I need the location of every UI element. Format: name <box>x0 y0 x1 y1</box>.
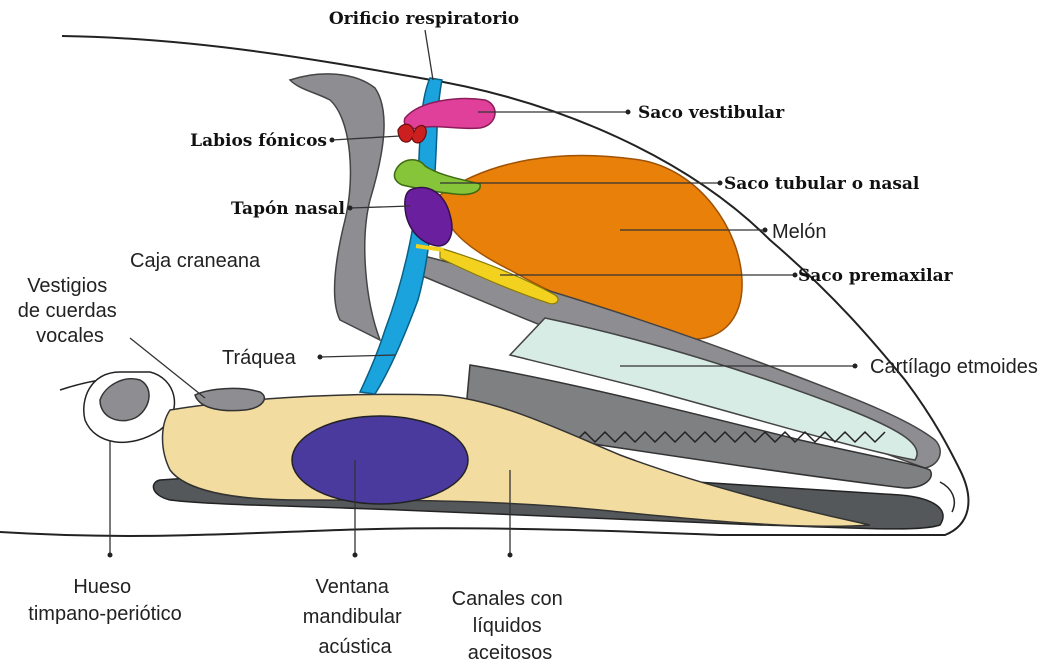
leader-dot-traquea <box>318 355 323 360</box>
label-saco-vestibular: Saco vestibular <box>638 103 785 123</box>
label-tapon-nasal: Tapón nasal <box>231 199 346 219</box>
label-ventana-line-2: mandibular <box>303 606 402 628</box>
saco-tubular-shape <box>394 160 480 195</box>
leader-dot-ventana <box>353 553 358 558</box>
label-vestigios: Vestigios de cuerdas vocales <box>18 275 123 347</box>
leader-orificio <box>425 30 433 80</box>
leader-dot-tapon <box>348 206 353 211</box>
label-canales-line-1: Canales con <box>452 588 563 610</box>
leader-dot-canales <box>508 553 513 558</box>
label-hueso-timpano: Hueso timpano-periótico <box>28 576 181 625</box>
label-saco-premaxilar: Saco premaxilar <box>798 266 954 286</box>
label-ventana-mandibular: Ventana mandibular acústica <box>303 576 408 658</box>
label-orificio-respiratorio: Orificio respiratorio <box>329 9 519 29</box>
leader-dot-labios <box>330 138 335 143</box>
saco-vestibular-shape <box>404 99 495 129</box>
label-ventana-line-3: acústica <box>318 636 392 658</box>
leader-dot-cartilago <box>853 364 858 369</box>
leader-dot-hueso <box>108 553 113 558</box>
labios-fonicos-shape <box>398 124 426 143</box>
label-hueso-line-1: Hueso <box>73 576 131 598</box>
label-vestigios-line-1: Vestigios <box>27 275 107 297</box>
leader-dot-saco-tubular <box>718 181 723 186</box>
label-vestigios-line-2: de cuerdas <box>18 300 117 322</box>
label-canales: Canales con líquidos aceitosos <box>452 588 569 664</box>
label-canales-line-2: líquidos <box>473 615 542 637</box>
leader-dot-saco-premaxilar <box>793 273 798 278</box>
label-labios-fonicos: Labios fónicos <box>190 131 327 151</box>
ventana-mandibular-shape <box>292 416 468 504</box>
leader-dot-melon <box>763 228 768 233</box>
label-hueso-line-2: timpano-periótico <box>28 603 181 625</box>
label-canales-line-3: aceitosos <box>468 642 553 664</box>
label-caja-craneana: Caja craneana <box>130 250 261 272</box>
label-cartilago-etmoides: Cartílago etmoides <box>870 356 1038 378</box>
label-saco-tubular: Saco tubular o nasal <box>724 174 920 194</box>
label-melon: Melón <box>772 221 826 243</box>
label-ventana-line-1: Ventana <box>316 576 390 598</box>
leader-dot-saco-vestibular <box>626 110 631 115</box>
label-vestigios-line-3: vocales <box>36 325 104 347</box>
label-traquea: Tráquea <box>222 347 297 369</box>
jaw-inner-outline <box>940 482 954 512</box>
